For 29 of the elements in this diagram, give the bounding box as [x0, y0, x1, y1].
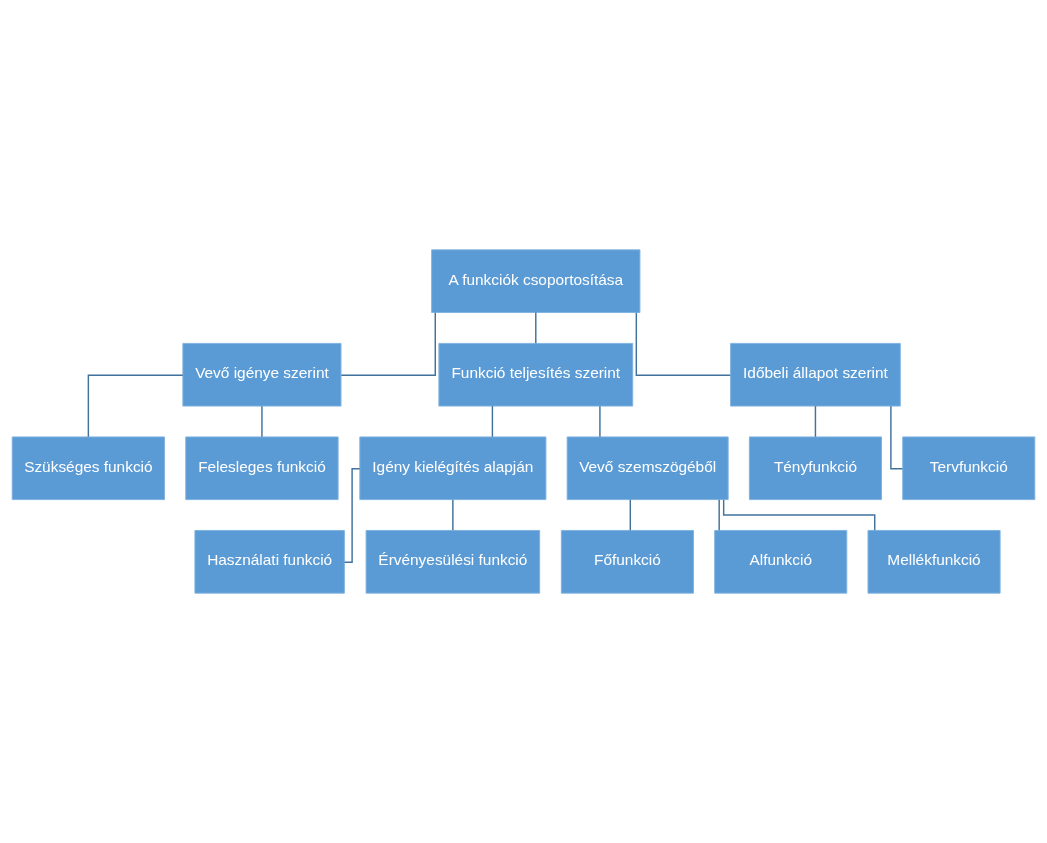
- connector: [718, 498, 720, 532]
- node-box: Felesleges funkció: [185, 436, 339, 501]
- connector: [452, 498, 454, 532]
- connector: [814, 405, 817, 438]
- node-box: Mellékfunkció: [867, 530, 1001, 594]
- node-box: Érvényesülési funkció: [365, 530, 541, 594]
- node-box: Vevő szemszögéből: [566, 436, 729, 501]
- node-box: Alfunkció: [714, 530, 848, 594]
- node-box: Tervfunkció: [902, 436, 1036, 501]
- connector: [87, 374, 184, 438]
- node-box: Főfunkció: [560, 530, 694, 594]
- connector: [340, 312, 436, 376]
- node-box: Szükséges funkció: [11, 436, 165, 501]
- node-box: Tényfunkció: [748, 436, 882, 501]
- node-box: Vevő igénye szerint: [182, 342, 342, 407]
- connector: [890, 405, 904, 470]
- connector: [261, 405, 263, 438]
- connector: [722, 499, 876, 532]
- connector: [491, 405, 494, 438]
- connector: [535, 311, 537, 344]
- node-box: Használati funkció: [194, 530, 345, 594]
- connector: [629, 498, 631, 532]
- node-box: Igény kielégítés alapján: [359, 436, 547, 501]
- node-box: Időbeli állapot szerint: [730, 342, 901, 407]
- connector: [343, 468, 361, 563]
- node-box: Funkció teljesítés szerint: [438, 342, 634, 407]
- node-box: A funkciók csoportosítása: [431, 249, 641, 314]
- connector: [635, 312, 732, 376]
- connector: [599, 405, 601, 438]
